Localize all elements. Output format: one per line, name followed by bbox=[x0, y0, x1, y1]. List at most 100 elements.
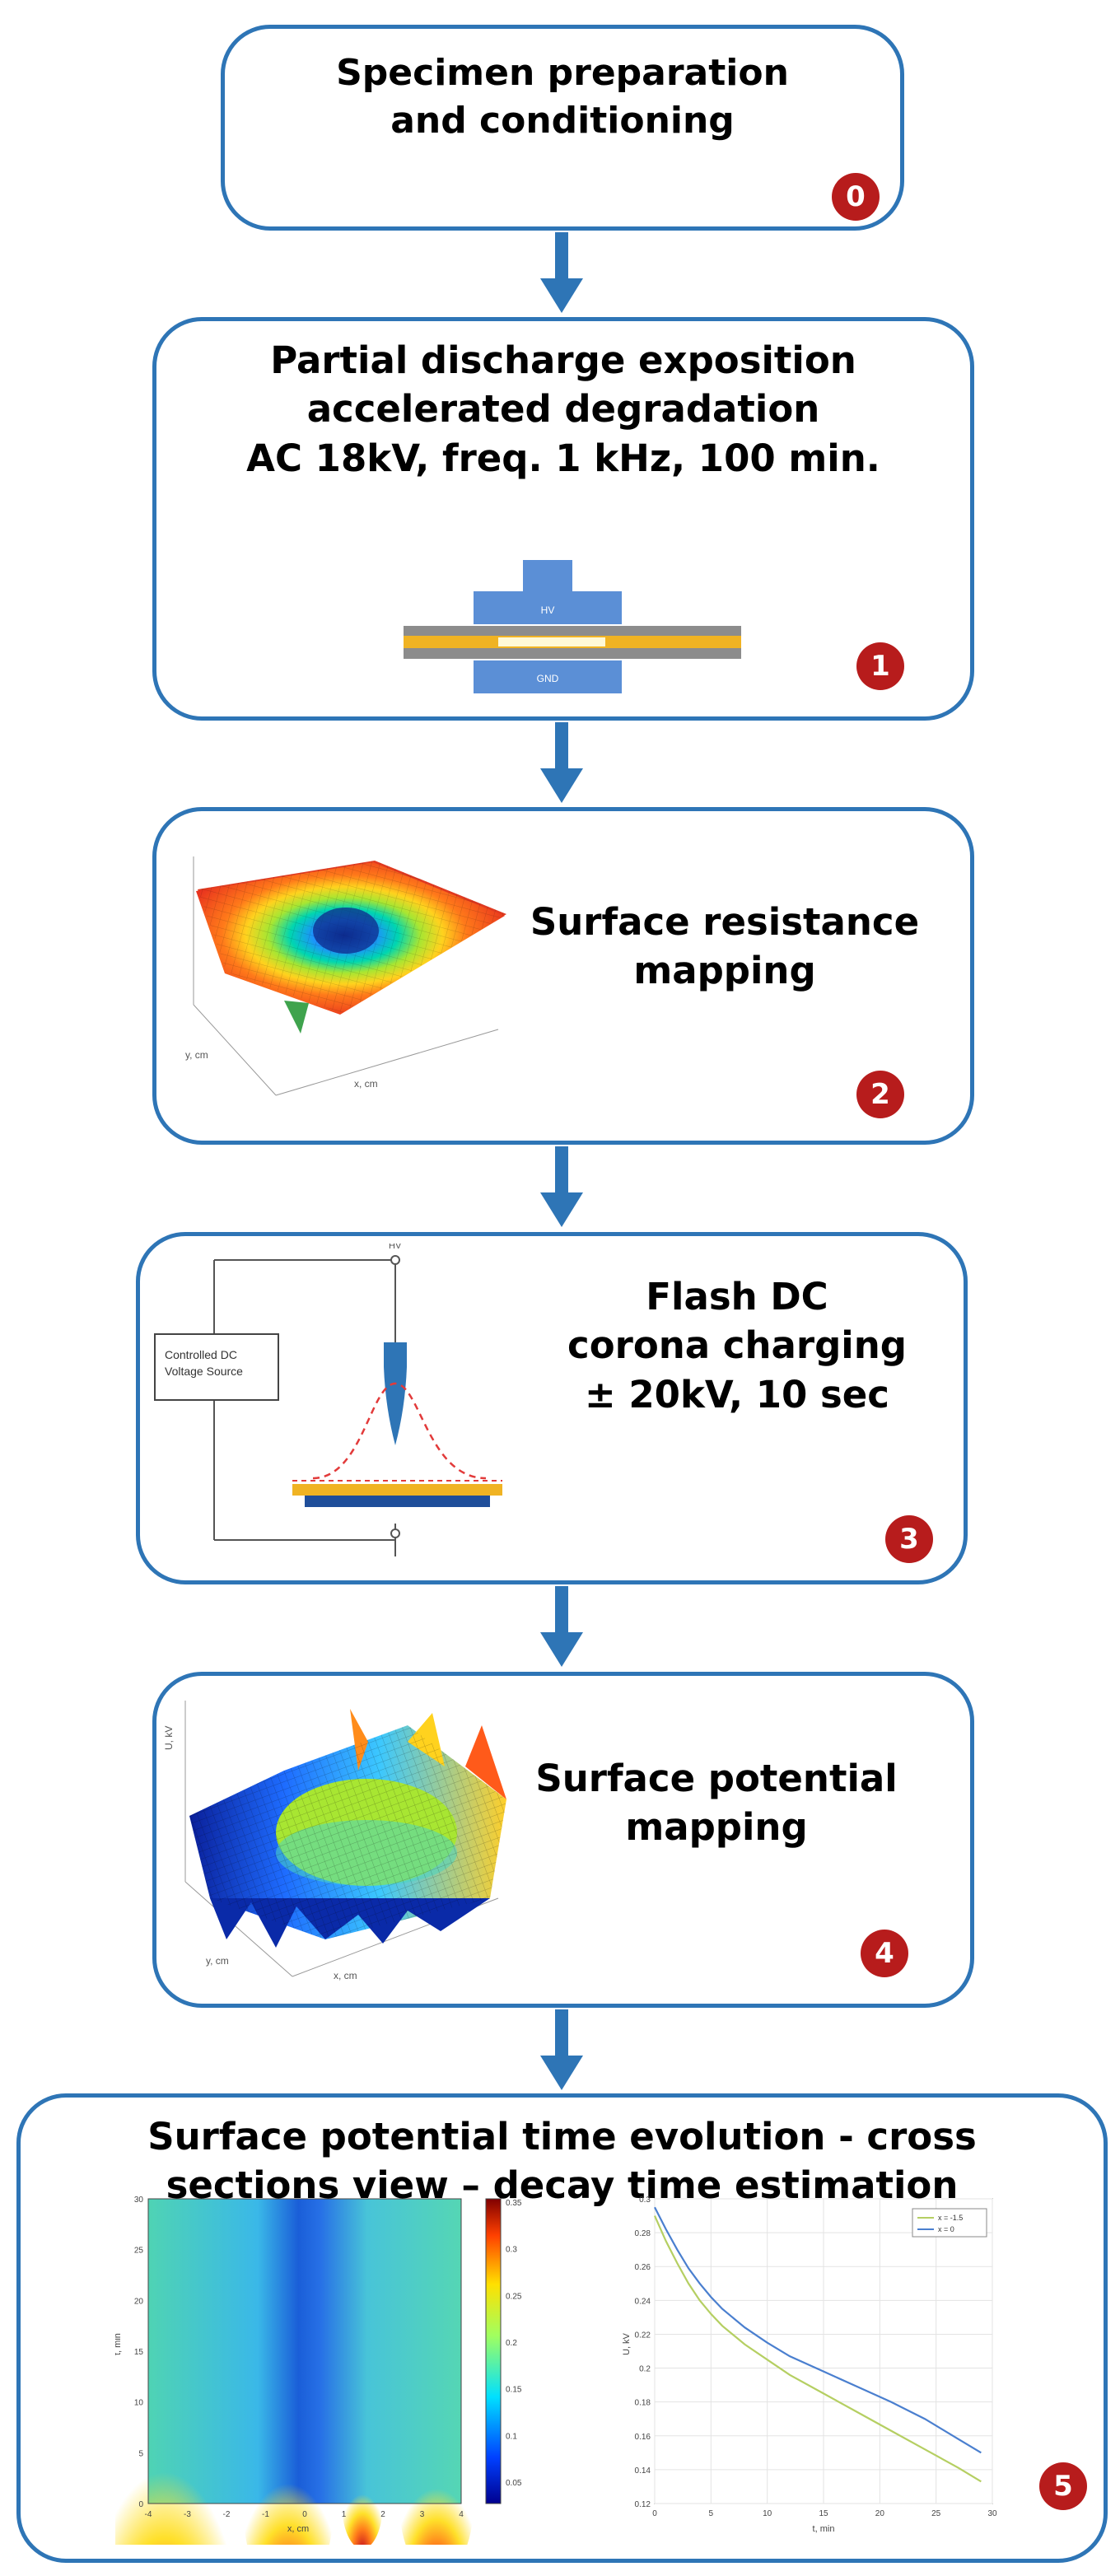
hv-electrode bbox=[523, 560, 572, 593]
heatmap-ylabel: t, min bbox=[115, 2333, 123, 2355]
step-2-badge: 2 bbox=[856, 1071, 904, 1118]
axis-label-x: x, cm bbox=[334, 1970, 357, 1981]
series-line-0 bbox=[653, 2215, 982, 2483]
heatmap-x-tick: 3 bbox=[420, 2510, 425, 2519]
step-2-box bbox=[152, 807, 974, 1145]
step-1-title-line: AC 18kV, freq. 1 kHz, 100 min. bbox=[246, 436, 880, 480]
colorbar-tick: 0.3 bbox=[506, 2246, 517, 2255]
y-tick-label: 0.26 bbox=[635, 2263, 651, 2272]
colorbar bbox=[485, 2198, 502, 2504]
gnd-label: GND bbox=[537, 673, 559, 684]
heatmap-y-ticks: 30 25 20 15 10 5 0 bbox=[134, 2196, 144, 2509]
step-3-title-line: ± 20kV, 10 sec bbox=[585, 1372, 889, 1416]
y-tick-label: 0.14 bbox=[635, 2466, 651, 2476]
legend: x = -1.5 x = 0 bbox=[912, 2208, 987, 2238]
x-tick-label: 10 bbox=[763, 2509, 772, 2518]
step-3-title-line: corona charging bbox=[567, 1323, 907, 1368]
corona-charging-diagram: HV Controlled DC Voltage Source bbox=[154, 1244, 502, 1556]
heatmap-x-tick: 2 bbox=[380, 2510, 385, 2519]
colorbar-tick: 0.35 bbox=[506, 2199, 522, 2208]
hv-terminal-label: HV bbox=[389, 1244, 402, 1251]
resistance-surface-plot: y, cm x, cm bbox=[185, 856, 506, 1096]
electrode-diagram: HV GND bbox=[404, 560, 741, 693]
x-tick-label: 25 bbox=[931, 2509, 941, 2518]
step-1-badge: 1 bbox=[856, 642, 904, 690]
axis-label-x: x, cm bbox=[354, 1078, 378, 1090]
x-tick-label: 0 bbox=[652, 2509, 657, 2518]
arrow-3-4 bbox=[540, 1586, 583, 1667]
decay-line-chart: 0.3 0.28 0.26 0.24 0.22 0.2 0.18 0.16 0.14 0.12 0… bbox=[622, 2196, 997, 2534]
heatmap-y-tick: 20 bbox=[134, 2297, 144, 2306]
heatmap-y-tick: 30 bbox=[134, 2196, 144, 2205]
step-0-title-line: and conditioning bbox=[390, 100, 735, 142]
heatmap-x-tick: 4 bbox=[459, 2510, 464, 2519]
y-tick-label: 0.2 bbox=[639, 2365, 651, 2374]
y-tick-label: 0.22 bbox=[635, 2331, 651, 2340]
step-5-title-line: Surface potential time evolution - cross bbox=[147, 2115, 977, 2158]
heatmap-x-tick: -4 bbox=[145, 2510, 152, 2519]
colorbar-tick: 0.15 bbox=[506, 2386, 522, 2395]
step-0-box bbox=[221, 25, 904, 231]
ground-plate bbox=[305, 1496, 490, 1507]
line-chart-y-ticks: 0.3 0.28 0.26 0.24 0.22 0.2 0.18 0.16 0.14 0.12 bbox=[635, 2196, 651, 2509]
arrow-0-1 bbox=[540, 232, 583, 313]
colorbar-tick: 0.2 bbox=[506, 2339, 517, 2348]
step-4-title-line: Surface potential bbox=[535, 1757, 898, 1800]
heatmap-x-tick: -1 bbox=[262, 2510, 269, 2519]
step-4-badge: 4 bbox=[861, 1930, 908, 1977]
heatmap-y-tick: 10 bbox=[134, 2399, 144, 2408]
step-3-badge: 3 bbox=[885, 1515, 933, 1563]
colorbar-tick: 0.05 bbox=[506, 2479, 522, 2488]
step-2-title-line: Surface resistance bbox=[530, 900, 920, 944]
series-line-1 bbox=[654, 2206, 982, 2454]
heatmap-y-tick: 15 bbox=[134, 2348, 144, 2357]
y-tick-label: 0.28 bbox=[635, 2229, 651, 2238]
step-5-badge: 5 bbox=[1039, 2462, 1087, 2510]
legend-item: x = 0 bbox=[938, 2225, 954, 2233]
step-1-title-line: Partial discharge exposition bbox=[270, 338, 856, 382]
legend-item: x = -1.5 bbox=[938, 2214, 963, 2222]
heatmap-y-tick: 0 bbox=[138, 2500, 143, 2509]
heatmap-y-tick: 5 bbox=[138, 2449, 143, 2458]
step-4-title: Surface potential mapping bbox=[494, 1754, 939, 1852]
colorbar-tick: 0.1 bbox=[506, 2432, 517, 2441]
specimen-film bbox=[292, 1484, 502, 1496]
y-tick-label: 0.18 bbox=[635, 2399, 651, 2408]
heatmap-x-tick: 1 bbox=[342, 2510, 347, 2519]
y-tick-label: 0.24 bbox=[635, 2297, 651, 2306]
arrow-4-5 bbox=[540, 2009, 583, 2090]
axis-label-z: U, kV bbox=[163, 1726, 175, 1750]
y-tick-label: 0.3 bbox=[639, 2196, 651, 2205]
step-2-title: Surface resistance mapping bbox=[502, 898, 947, 996]
heatmap-y-tick: 25 bbox=[134, 2247, 144, 2256]
dc-source-box bbox=[154, 1333, 279, 1401]
step-0-badge: 0 bbox=[832, 173, 880, 221]
step-1-title: Partial discharge exposition accelerated… bbox=[152, 336, 974, 483]
x-tick-label: 30 bbox=[987, 2509, 997, 2518]
charge-distribution bbox=[312, 1382, 487, 1480]
arrow-1-2 bbox=[540, 722, 583, 803]
line-chart-ylabel: U, kV bbox=[622, 2332, 632, 2355]
gnd-electrode bbox=[474, 660, 622, 693]
heatmap-x-tick: -3 bbox=[184, 2510, 191, 2519]
heatmap-xlabel: x, cm bbox=[287, 2524, 309, 2534]
line-chart-xlabel: t, min bbox=[813, 2524, 835, 2534]
colorbar-tick: 0.25 bbox=[506, 2292, 522, 2301]
step-3-title-line: Flash DC bbox=[646, 1275, 828, 1318]
step-3-box bbox=[136, 1232, 968, 1584]
step-4-title-line: mapping bbox=[625, 1805, 808, 1850]
dc-source-label: Voltage Source bbox=[165, 1365, 243, 1378]
x-tick-label: 5 bbox=[709, 2509, 714, 2518]
potential-surface-plot: U, kV y, cm x, cm bbox=[163, 1701, 506, 1981]
colorbar-ticks: 0.35 0.3 0.25 0.2 0.15 0.1 0.05 bbox=[506, 2199, 522, 2488]
step-0-title-line: Specimen preparation bbox=[336, 52, 789, 94]
y-tick-label: 0.12 bbox=[635, 2500, 651, 2509]
axis-label-y: y, cm bbox=[206, 1955, 229, 1967]
axis-label-y: y, cm bbox=[185, 1049, 208, 1061]
y-tick-label: 0.16 bbox=[635, 2433, 651, 2442]
heatmap-x-tick: -2 bbox=[223, 2510, 231, 2519]
step-3-title: Flash DC corona charging ± 20kV, 10 sec bbox=[544, 1272, 931, 1419]
